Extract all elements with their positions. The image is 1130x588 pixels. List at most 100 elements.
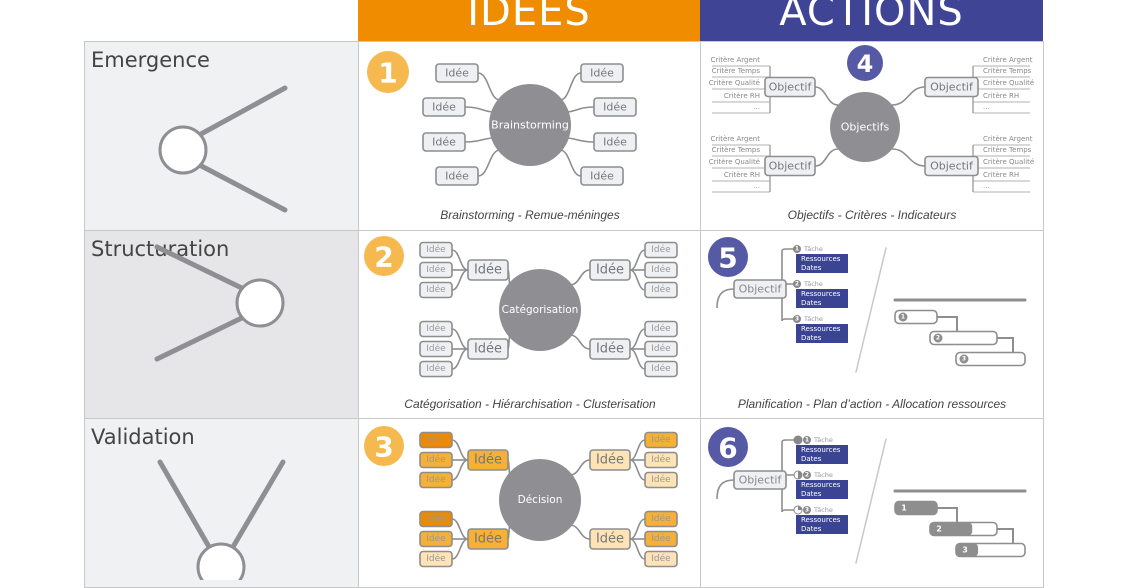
branch-line (891, 86, 926, 106)
idea-leaf-node (419, 471, 453, 489)
caption-4: Objectifs - Critères - Indicateurs (788, 208, 957, 222)
leaf-line (451, 249, 469, 271)
objective-node (764, 76, 816, 98)
dates-label: Dates (801, 299, 822, 307)
progress-quarter-icon (798, 506, 802, 510)
criterion-label: Critère Qualité (709, 158, 760, 166)
emergence-icon-branch (187, 85, 288, 143)
validation-icon-node-icon (196, 542, 246, 580)
idea-leaf-node (419, 431, 453, 449)
criterion-label: Critère Argent (983, 56, 1033, 64)
validation-icon-branch (157, 459, 215, 555)
idea-node-label: Idée (445, 170, 469, 183)
idea-category-node-label: Idée (474, 453, 502, 468)
idea-leaf-node (644, 471, 678, 489)
idea-leaf-node-label: Idée (426, 434, 446, 445)
idea-leaf-node (419, 261, 453, 279)
emergence-icon-node-icon (158, 125, 208, 175)
idea-category-node-label: Idée (596, 263, 624, 278)
criterion-label: Critère Temps (712, 146, 761, 154)
criterion-label: Critère Qualité (709, 79, 760, 87)
criterion-label: Critère RH (724, 171, 760, 179)
resources-label: Ressources (801, 516, 841, 524)
gantt-dependency (937, 507, 958, 523)
step-number: 2 (805, 472, 809, 479)
step-badge-5 (708, 237, 748, 277)
structuration-icon-node-icon (235, 278, 285, 328)
idea-leaf-node (644, 451, 678, 469)
criterion-label: ... (983, 182, 990, 190)
caption-1: Brainstorming - Remue-méninges (440, 208, 619, 222)
resources-label: Ressources (801, 481, 841, 489)
leaf-line (629, 518, 646, 540)
idea-node (435, 63, 479, 83)
decision-center-node (499, 459, 581, 541)
idea-leaf-node (419, 241, 453, 259)
leaf-line (629, 269, 646, 291)
branch-line (477, 72, 501, 101)
gantt-bar (955, 351, 1026, 367)
decision-center-node-label: Décision (518, 494, 563, 506)
step-badge-4-number: 4 (857, 50, 874, 78)
step-number-icon (793, 280, 801, 288)
actions-header: ACTIONS (700, 0, 1043, 41)
objective-node (764, 155, 816, 177)
dates-label: Dates (801, 525, 822, 533)
idea-category-node-label: Idée (474, 532, 502, 547)
progress-full-icon (794, 436, 802, 444)
objective-node-label: Objectif (739, 283, 783, 296)
dates-label: Dates (801, 334, 822, 342)
task-label: Tâche (803, 315, 823, 323)
idea-leaf-node (419, 510, 453, 528)
idea-node-label: Idée (432, 136, 456, 149)
idea-leaf-node-label: Idée (651, 323, 671, 334)
gantt-step-number: 2 (936, 335, 940, 342)
emergence-icon-branch (187, 157, 288, 213)
criterion-label: Critère Temps (712, 67, 761, 75)
task-label: Tâche (813, 436, 833, 444)
objective-node (733, 470, 787, 490)
structuration-icon-branch (154, 244, 253, 295)
idea-leaf-node (644, 550, 678, 568)
idea-category-node-label: Idée (474, 263, 502, 278)
idea-leaf-node (419, 530, 453, 548)
categorisation-center-node (499, 269, 581, 351)
idea-leaf-node-label: Idée (651, 363, 671, 374)
gantt-step-number: 1 (901, 504, 907, 513)
leaf-line (629, 328, 646, 350)
idea-node-label: Idée (445, 67, 469, 80)
idea-category-node-label: Idée (596, 342, 624, 357)
actions-header-title: ACTIONS (779, 0, 964, 35)
step-badge-4 (847, 45, 883, 81)
idea-leaf-node-label: Idée (426, 264, 446, 275)
idea-leaf-node-label: Idée (426, 343, 446, 354)
idea-leaf-node-label: Idée (426, 284, 446, 295)
idea-leaf-node (644, 340, 678, 358)
branch-line (814, 148, 839, 167)
gantt-step-number: 3 (962, 356, 966, 363)
idea-leaf-node-label: Idée (651, 454, 671, 465)
gantt-step-icon (898, 312, 908, 322)
leaf-line (451, 328, 469, 350)
objective-node (924, 155, 979, 177)
gantt-bar-progress (895, 501, 937, 515)
criterion-label: Critère Argent (711, 135, 761, 143)
branch-line (569, 524, 591, 540)
criterion-label: Critère Argent (711, 56, 761, 64)
step-number: 3 (805, 507, 809, 514)
idea-node-label: Idée (590, 67, 614, 80)
task-resources-box (796, 254, 848, 273)
criterion-label: Critère Qualité (983, 158, 1034, 166)
row-emergence: Emergence (84, 41, 359, 231)
idea-leaf-node-label: Idée (651, 434, 671, 445)
branch-line (569, 459, 591, 476)
task-label: Tâche (803, 280, 823, 288)
step-badge-2 (364, 236, 404, 276)
leaf-line (451, 348, 469, 370)
branch-line (716, 479, 735, 500)
criterion-label: Critère Temps (983, 146, 1032, 154)
gantt-step-icon (933, 333, 943, 343)
step-badge-3-number: 3 (374, 431, 393, 464)
gantt-dependency (997, 528, 1014, 544)
brainstorming-node-label: Brainstorming (491, 119, 569, 132)
